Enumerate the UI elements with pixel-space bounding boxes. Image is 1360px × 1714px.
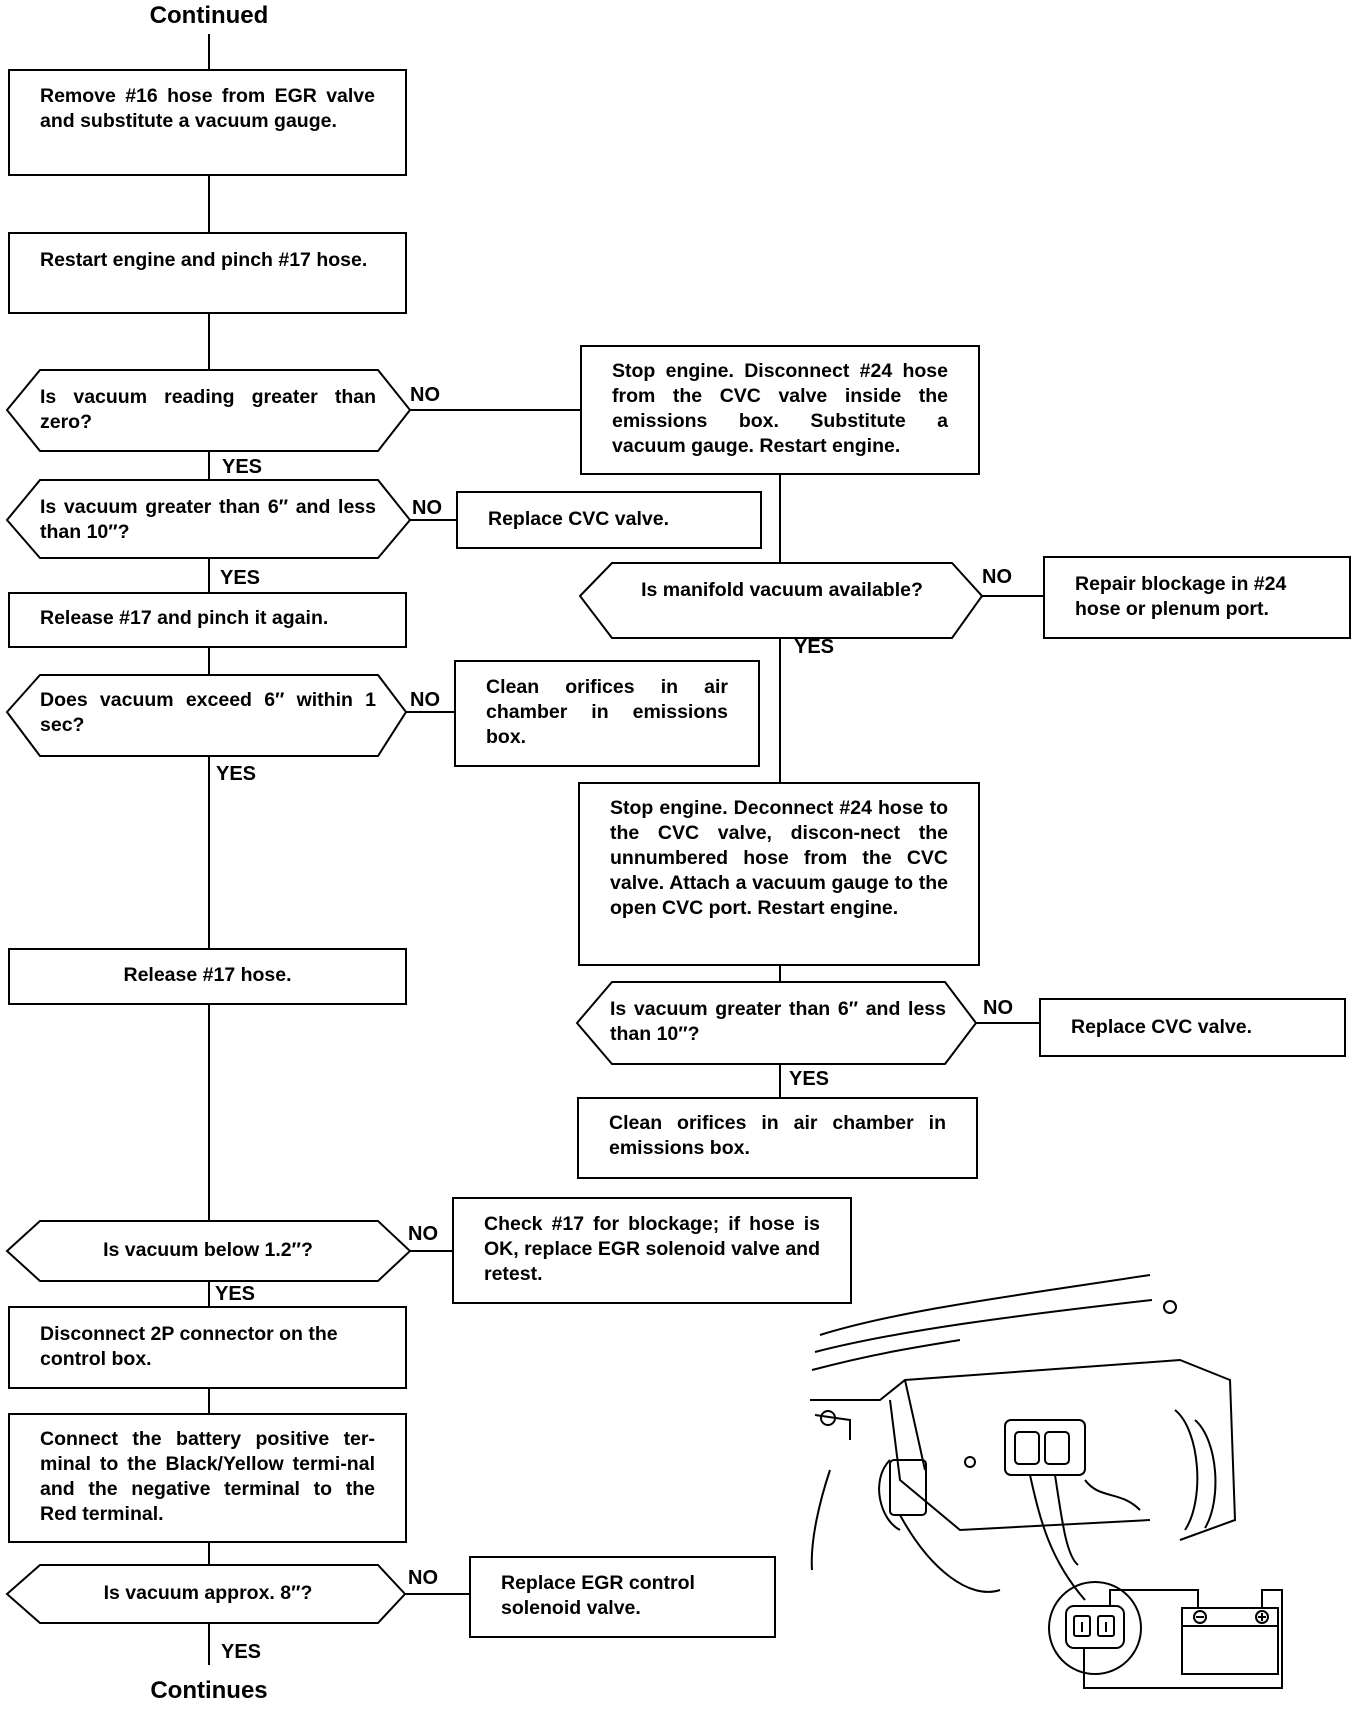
step-release-hose-17: Release #17 hose.	[8, 948, 407, 1005]
label-no: NO	[408, 1567, 438, 1589]
label-no: NO	[982, 566, 1012, 588]
label-no: NO	[410, 689, 440, 711]
decision-vacuum-6-to-10-right: Is vacuum greater than 6″ and less than …	[610, 998, 946, 1045]
step-restart-engine: Restart engine and pinch #17 hose.	[8, 232, 407, 314]
decision-exceed-6-within-1-sec: Does vacuum exceed 6″ within 1 sec?	[40, 689, 376, 736]
decision-vacuum-greater-than-zero: Is vacuum reading greater than zero?	[40, 386, 376, 433]
label-yes: YES	[220, 567, 261, 589]
label-yes: YES	[794, 636, 835, 658]
step-check-hose-17: Check #17 for blockage; if hose is OK, r…	[452, 1197, 852, 1304]
step-clean-orifices-2: Clean orifices in air chamber in emissio…	[577, 1097, 978, 1179]
step-stop-engine-deconnect-24: Stop engine. Deconnect #24 hose to the C…	[578, 782, 980, 966]
step-disconnect-2p-connector: Disconnect 2P connector on the control b…	[8, 1306, 407, 1389]
decision-manifold-vacuum: Is manifold vacuum available?	[641, 579, 923, 601]
label-no: NO	[412, 497, 442, 519]
continued-heading: Continued	[149, 2, 269, 29]
label-yes: YES	[215, 1283, 256, 1305]
label-no: NO	[410, 384, 440, 406]
label-yes: YES	[221, 1641, 262, 1663]
label-yes: YES	[789, 1068, 830, 1090]
step-release-and-pinch: Release #17 and pinch it again.	[8, 592, 407, 648]
step-replace-cvc-valve-1: Replace CVC valve.	[456, 491, 762, 549]
decision-vacuum-approx-8: Is vacuum approx. 8″?	[103, 1582, 313, 1604]
step-remove-hose-16: Remove #16 hose from EGR valve and subst…	[8, 69, 407, 176]
step-replace-egr-solenoid: Replace EGR control solenoid valve.	[469, 1556, 776, 1638]
step-repair-blockage: Repair blockage in #24 hose or plenum po…	[1043, 556, 1351, 639]
step-clean-orifices-1: Clean orifices in air chamber in emissio…	[454, 660, 760, 767]
decision-vacuum-below-1-2: Is vacuum below 1.2″?	[103, 1239, 313, 1261]
label-no: NO	[983, 997, 1013, 1019]
step-stop-engine-disconnect-24: Stop engine. Disconnect #24 hose from th…	[580, 345, 980, 475]
step-connect-battery: Connect the battery positive ter-minal t…	[8, 1413, 407, 1543]
label-yes: YES	[216, 763, 257, 785]
control-box-illustration	[810, 1274, 1283, 1689]
label-yes: YES	[222, 456, 263, 478]
label-no: NO	[408, 1223, 438, 1245]
continues-heading: Continues	[150, 1677, 268, 1704]
decision-vacuum-6-to-10: Is vacuum greater than 6″ and less than …	[40, 496, 376, 543]
step-replace-cvc-valve-2: Replace CVC valve.	[1039, 998, 1346, 1057]
